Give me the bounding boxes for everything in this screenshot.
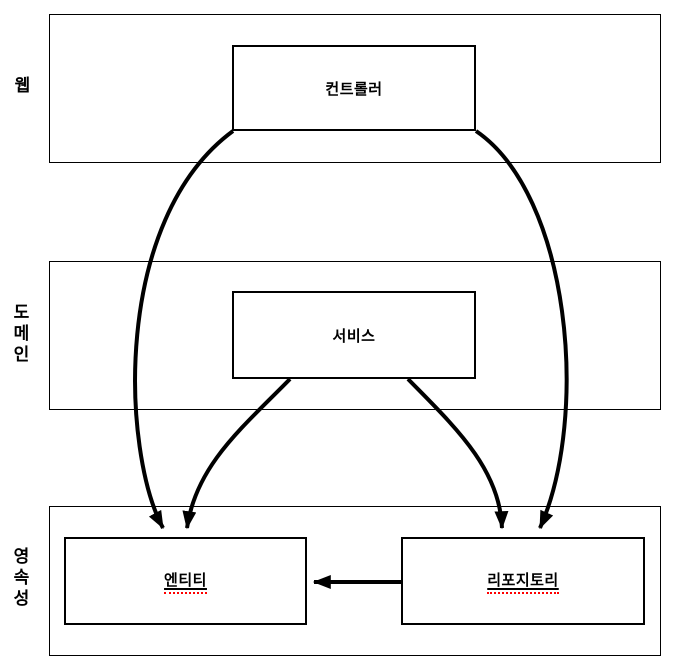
node-service: 서비스: [232, 291, 476, 379]
node-repository-label: 리포지토리: [487, 569, 559, 594]
node-service-label: 서비스: [332, 327, 376, 345]
node-controller-label: 컨트롤러: [325, 80, 383, 98]
layer-label-domain: 도메인: [10, 303, 29, 366]
node-controller: 컨트롤러: [232, 45, 476, 131]
node-repository: 리포지토리: [401, 537, 645, 625]
node-entity-label: 엔티티: [164, 569, 207, 594]
layer-label-persistence: 영속성: [10, 547, 29, 610]
layer-label-web: 웹: [11, 76, 30, 97]
node-entity: 엔티티: [64, 537, 307, 625]
